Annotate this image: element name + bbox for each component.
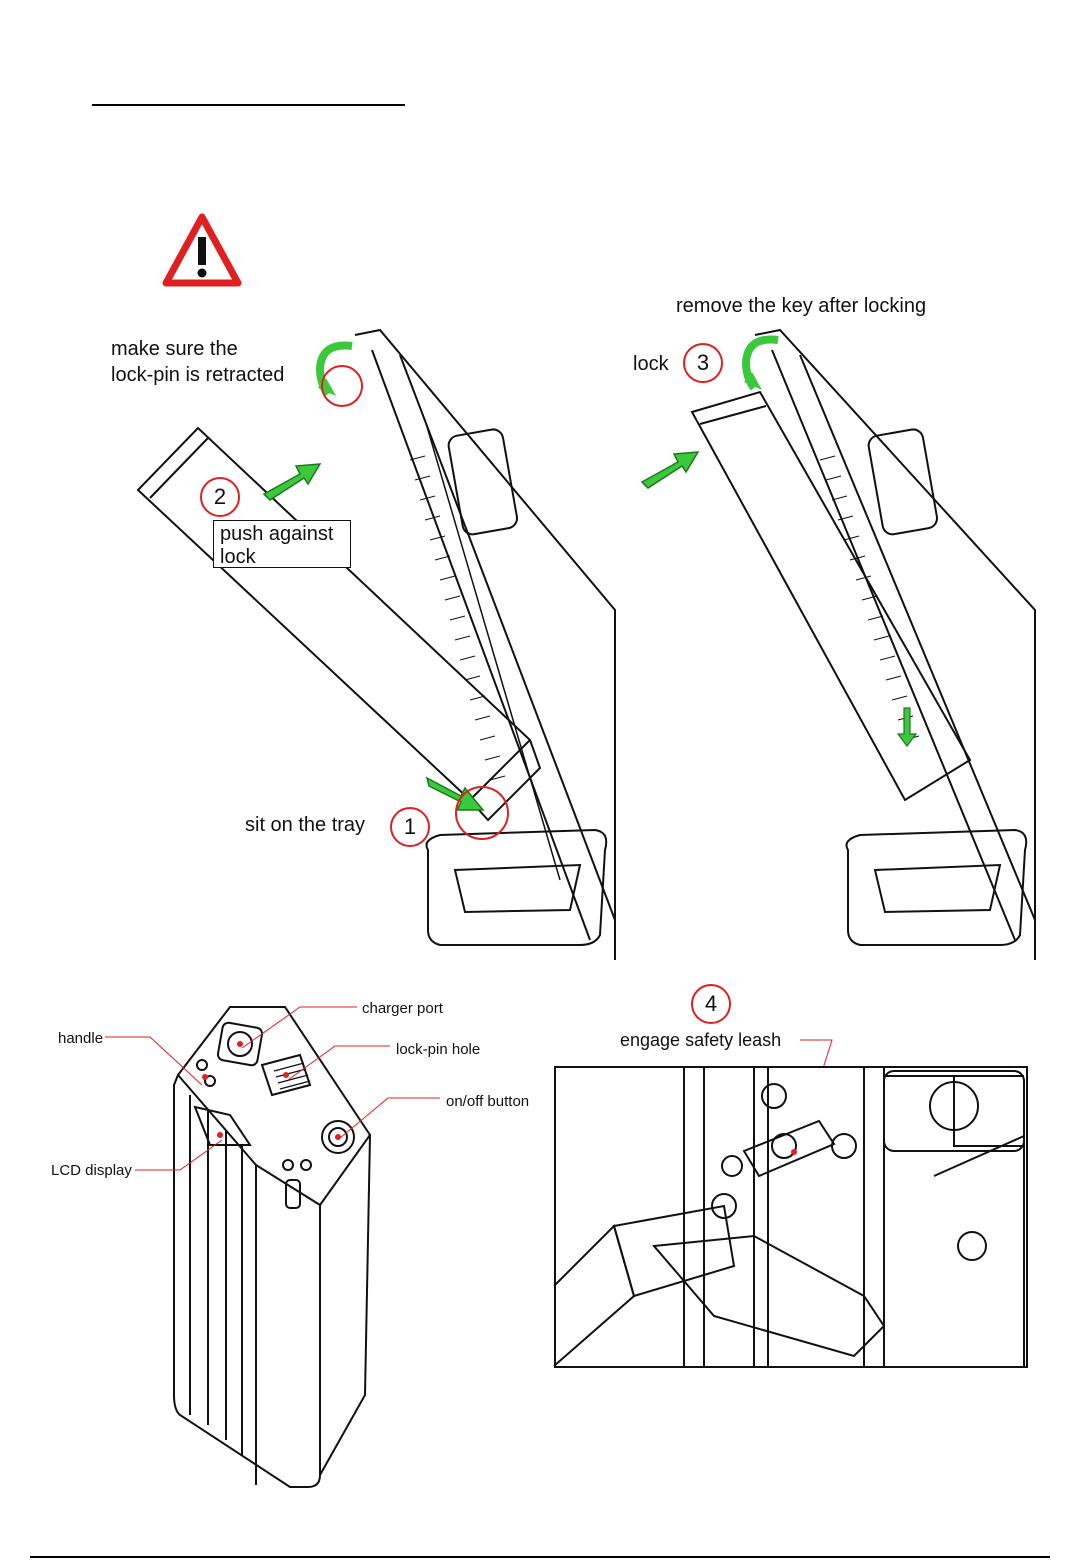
lock-label: lock	[633, 353, 669, 376]
step-2-badge: 2	[200, 477, 240, 517]
lcd-display-label: LCD display	[51, 1162, 132, 1179]
rotate-arrow-icon	[738, 332, 788, 394]
heading-underline	[92, 104, 405, 106]
lockpin-label-line2: lock-pin is retracted	[111, 364, 284, 387]
warning-triangle-icon	[162, 213, 242, 287]
safety-leash-label: engage safety leash	[620, 1030, 781, 1051]
lockpin-hole-label: lock-pin hole	[396, 1041, 480, 1058]
green-arrow-icon	[640, 448, 700, 488]
push-against-lock-box: push against lock	[213, 520, 351, 568]
sit-tray-label: sit on the tray	[245, 814, 365, 837]
step-4-badge: 4	[691, 984, 731, 1024]
handle-label: handle	[58, 1030, 103, 1047]
charger-port-label: charger port	[362, 1000, 443, 1017]
step-3-badge: 3	[683, 343, 723, 383]
step-1-badge: 1	[390, 807, 430, 847]
tray-highlight-circle	[454, 785, 510, 841]
install-figure-left	[110, 320, 620, 960]
push-label-line2: lock	[220, 546, 350, 569]
lockpin-highlight-circle	[320, 364, 364, 408]
lockpin-label-line1: make sure the	[111, 338, 238, 361]
install-figure-right	[630, 320, 1040, 960]
green-arrow-icon	[262, 460, 322, 500]
safety-leash-photo	[554, 1066, 1028, 1368]
push-label-line1: push against	[220, 523, 350, 546]
remove-key-label: remove the key after locking	[676, 295, 926, 318]
onoff-button-label: on/off button	[446, 1093, 529, 1110]
green-arrow-icon	[898, 706, 918, 746]
page-bottom-rule	[30, 1556, 1050, 1558]
